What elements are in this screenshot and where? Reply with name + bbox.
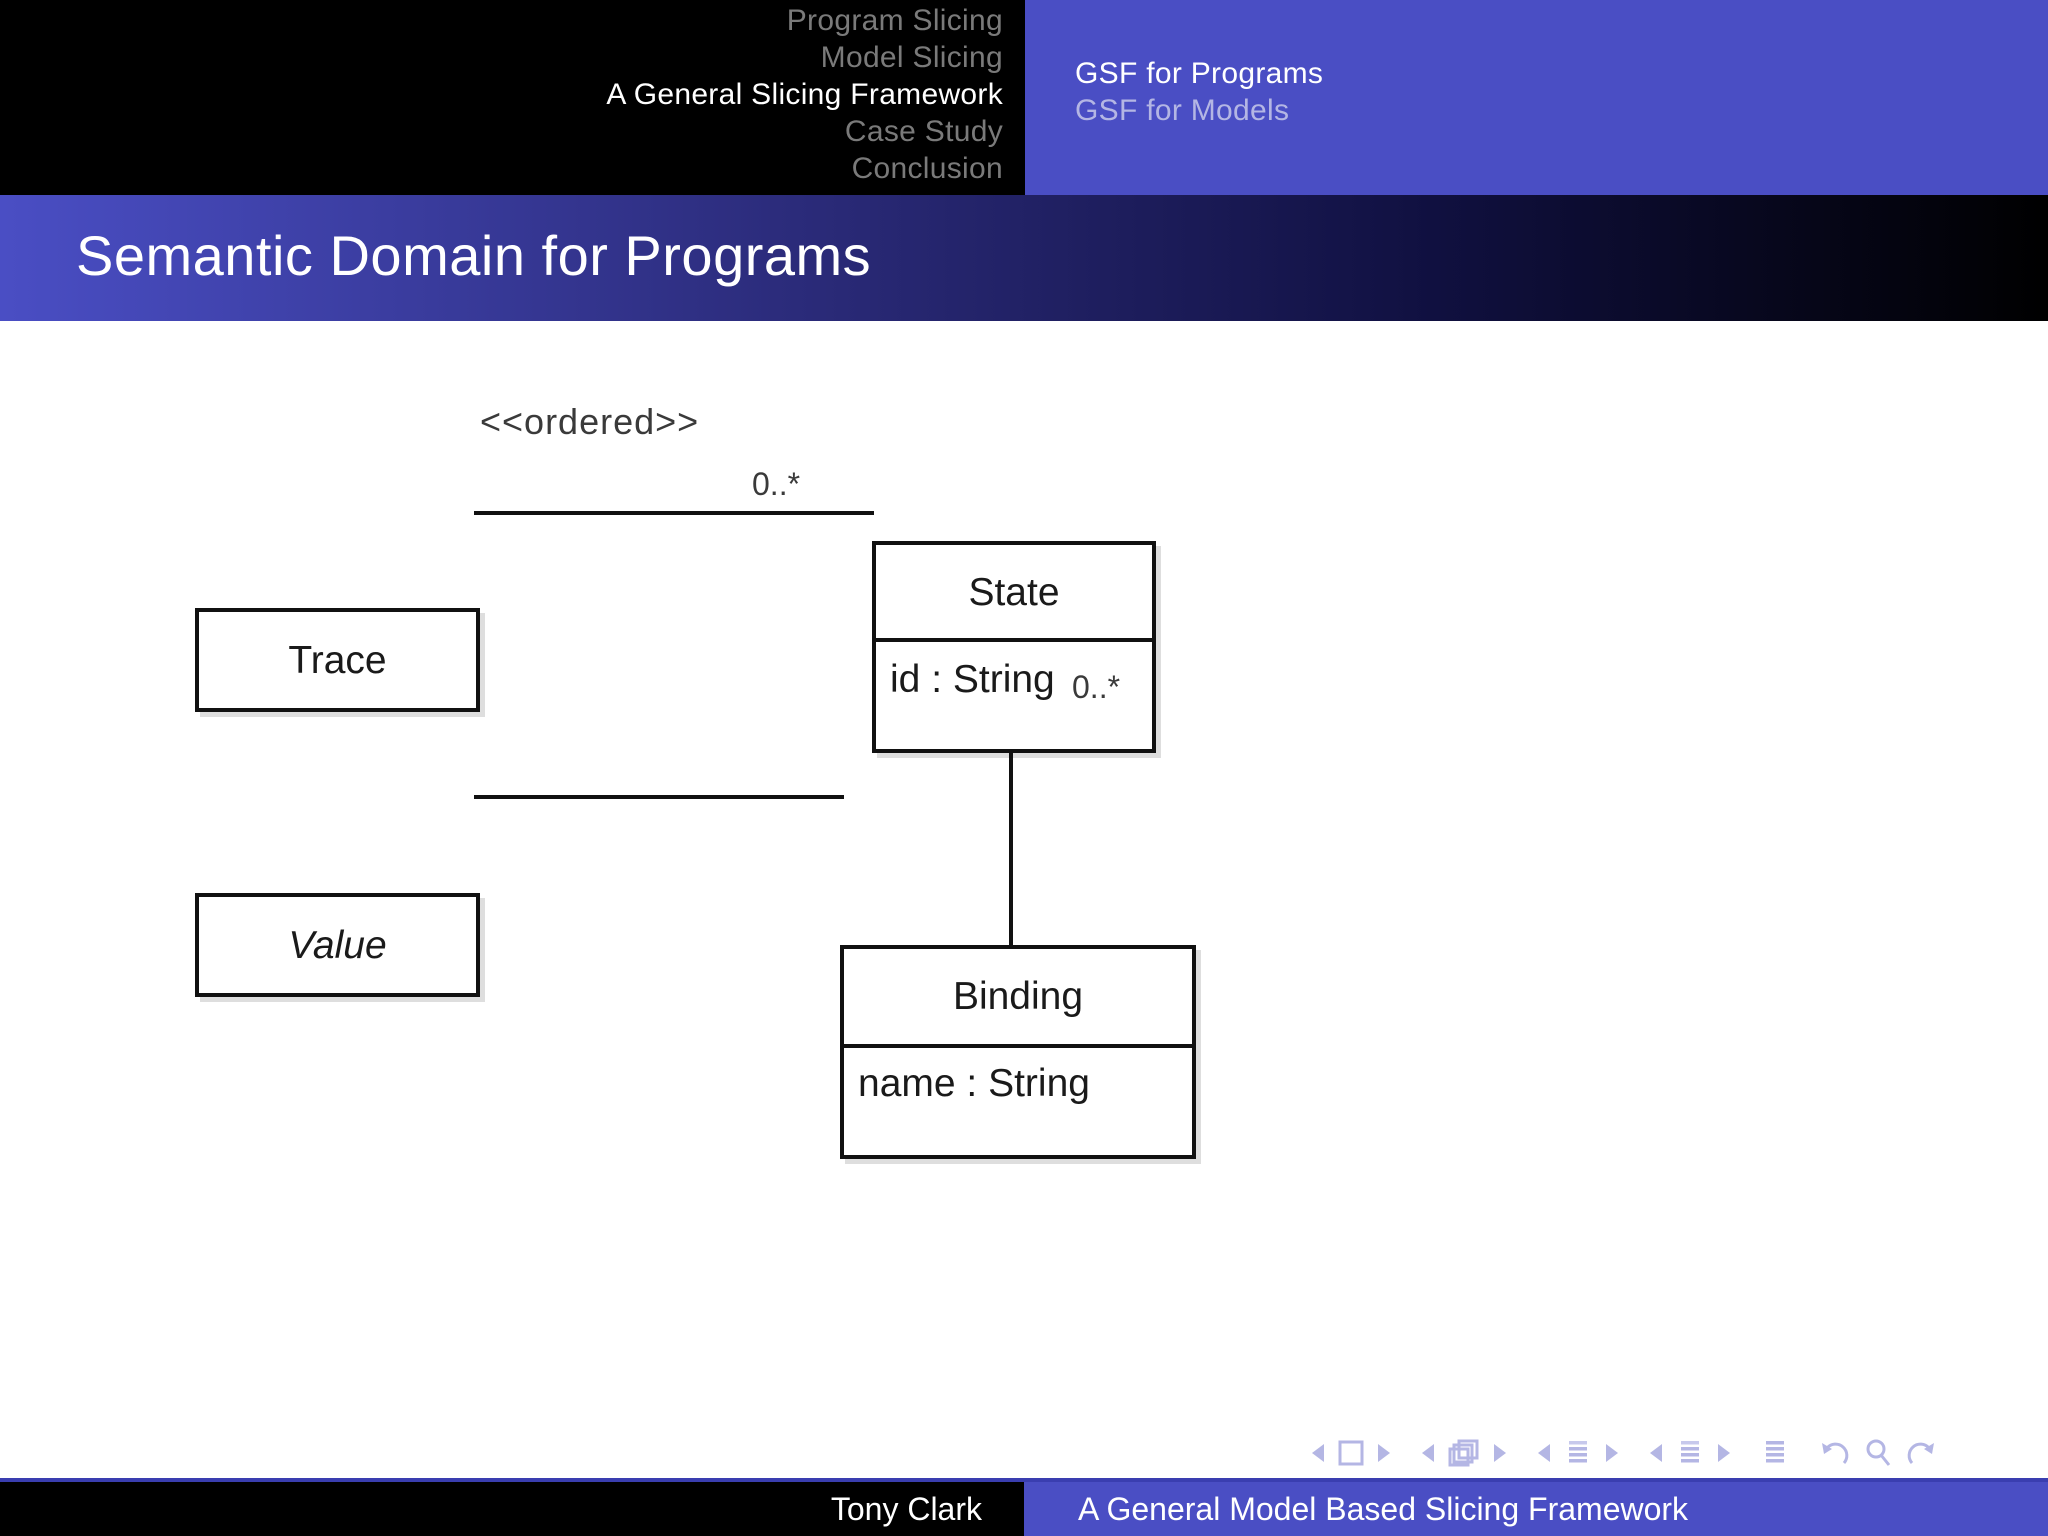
next-arrow-icon[interactable]	[1716, 1442, 1732, 1464]
nav-section-program-slicing[interactable]: Program Slicing	[786, 4, 1003, 37]
uml-class-value[interactable]: Value	[195, 893, 480, 997]
footer-author-area: Tony Clark	[0, 1482, 1024, 1536]
beamer-navigation-symbols	[1310, 1428, 2010, 1478]
footer-title-area: A General Model Based Slicing Framework	[1024, 1482, 2048, 1536]
page-title: Semantic Domain for Programs	[76, 224, 872, 287]
prev-arrow-icon[interactable]	[1310, 1442, 1326, 1464]
uml-class-state-attribute-id: id : String	[890, 658, 1055, 701]
navsym-group-slide	[1310, 1439, 1392, 1467]
slide-title-bar: Semantic Domain for Programs	[0, 195, 2048, 321]
nav-subsection-gsf-for-programs[interactable]: GSF for Programs	[1075, 57, 1324, 90]
nav-subsection-gsf-for-models[interactable]: GSF for Models	[1075, 94, 1290, 127]
uml-class-binding[interactable]: Binding name : String	[840, 945, 1196, 1159]
uml-class-state-divider	[876, 638, 1152, 642]
multiplicity-trace-state: 0..*	[752, 466, 801, 502]
uml-class-trace-name: Trace	[288, 639, 387, 682]
slide-footer: Tony Clark A General Model Based Slicing…	[0, 1482, 2048, 1536]
next-arrow-icon[interactable]	[1376, 1442, 1392, 1464]
section-navigation-list: Program Slicing Model Slicing A General …	[0, 0, 1025, 195]
uml-class-trace[interactable]: Trace	[195, 608, 480, 712]
navsym-group-frame	[1420, 1438, 1508, 1468]
footer-author: Tony Clark	[830, 1491, 982, 1527]
nav-section-model-slicing[interactable]: Model Slicing	[820, 41, 1003, 74]
next-arrow-icon[interactable]	[1604, 1442, 1620, 1464]
footer-top-rule	[0, 1478, 2048, 1482]
section-lines-icon[interactable]	[1675, 1438, 1705, 1468]
association-stereotype-ordered: <<ordered>>	[480, 401, 700, 442]
uml-class-binding-name: Binding	[952, 975, 1084, 1018]
slide-square-icon[interactable]	[1337, 1439, 1365, 1467]
association-line-trace-state	[474, 511, 874, 515]
prev-arrow-icon[interactable]	[1420, 1442, 1436, 1464]
slide-content-area: <<ordered>> 0..* Trace State id : String…	[0, 321, 2048, 1467]
uml-class-diagram: <<ordered>> 0..* Trace State id : String…	[0, 321, 2048, 1467]
footer-talk-title: A General Model Based Slicing Framework	[1078, 1491, 1689, 1527]
uml-class-value-name: Value	[288, 924, 387, 967]
forward-icon[interactable]	[1904, 1437, 1938, 1469]
next-arrow-icon[interactable]	[1492, 1442, 1508, 1464]
association-line-value-binding	[474, 795, 844, 799]
nav-section-conclusion[interactable]: Conclusion	[851, 152, 1003, 185]
search-icon[interactable]	[1863, 1437, 1893, 1469]
doc-lines-icon[interactable]	[1760, 1438, 1790, 1468]
uml-class-state[interactable]: State id : String	[872, 541, 1156, 753]
nav-section-case-study[interactable]: Case Study	[844, 115, 1003, 148]
prev-arrow-icon[interactable]	[1648, 1442, 1664, 1464]
top-navigation-bar: Program Slicing Model Slicing A General …	[0, 0, 2048, 195]
navsym-group-history	[1818, 1437, 1938, 1469]
uml-class-state-name: State	[968, 571, 1060, 614]
subsection-lines-icon[interactable]	[1563, 1438, 1593, 1468]
subsection-navigation-list: GSF for Programs GSF for Models	[1025, 0, 2048, 195]
frames-stack-icon[interactable]	[1447, 1438, 1481, 1468]
nav-section-a-general-slicing-framework[interactable]: A General Slicing Framework	[606, 78, 1003, 111]
back-icon[interactable]	[1818, 1437, 1852, 1469]
navsym-group-presentation	[1760, 1438, 1790, 1468]
navsym-group-subsection	[1536, 1438, 1620, 1468]
multiplicity-state-binding: 0..*	[1072, 669, 1121, 705]
prev-arrow-icon[interactable]	[1536, 1442, 1552, 1464]
uml-class-binding-divider	[844, 1044, 1192, 1048]
navsym-group-section	[1648, 1438, 1732, 1468]
association-line-state-binding	[1009, 753, 1013, 945]
uml-class-binding-attribute-name: name : String	[858, 1062, 1090, 1105]
